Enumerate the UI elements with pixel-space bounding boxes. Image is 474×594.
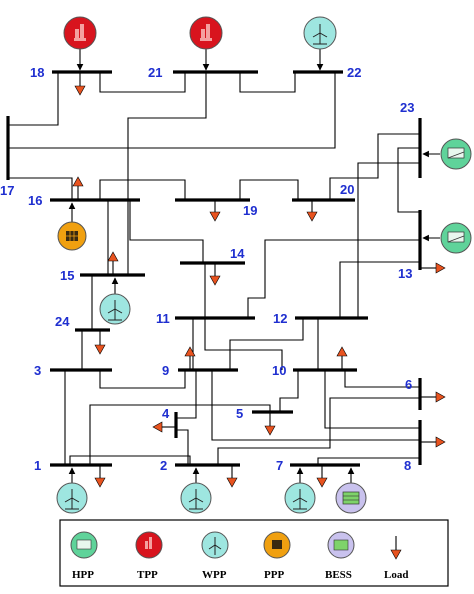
line-2-4 xyxy=(176,429,189,465)
line-1-2 xyxy=(69,455,191,465)
bus-label-9: 9 xyxy=(162,363,169,378)
generators xyxy=(56,16,472,514)
line-18-21 xyxy=(99,72,186,93)
bus-label-22: 22 xyxy=(347,65,361,80)
bus-label-10: 10 xyxy=(272,363,286,378)
legend-label-ppp: PPP xyxy=(264,569,284,581)
line-2-6 xyxy=(217,397,420,465)
load-15 xyxy=(107,251,119,275)
bus-label-15: 15 xyxy=(60,268,74,283)
wpp-icon xyxy=(180,467,212,514)
legend-label-tpp: TPP xyxy=(137,569,158,581)
bus-label-6: 6 xyxy=(405,377,412,392)
line-5-10 xyxy=(279,370,299,412)
bus-label-11: 11 xyxy=(156,311,170,326)
legend-item-load: Load xyxy=(384,536,408,581)
line-16-17 xyxy=(8,177,73,200)
line-19-20 xyxy=(239,179,299,200)
load-24 xyxy=(94,330,106,355)
loads xyxy=(72,72,446,488)
line-17-18 xyxy=(8,72,59,126)
legend-box xyxy=(59,519,449,587)
bus-label-16: 16 xyxy=(28,193,42,208)
wpp-icon xyxy=(99,277,131,325)
legend-item-bess: BESS xyxy=(325,531,355,581)
legend-label-bess: BESS xyxy=(325,569,352,581)
legend-item-tpp: TPP xyxy=(135,531,163,581)
bess-icon xyxy=(335,467,367,514)
line-21-22 xyxy=(239,72,296,93)
load-6 xyxy=(420,391,446,403)
wpp-icon xyxy=(56,467,88,514)
line-8-9 xyxy=(211,370,420,441)
legend-item-ppp: PPP xyxy=(263,531,291,581)
bus-label-2: 2 xyxy=(160,458,167,473)
load-18 xyxy=(74,72,86,96)
load-9 xyxy=(184,346,196,370)
tpp-icon xyxy=(63,16,97,71)
transmission-lines xyxy=(8,72,420,465)
bus-label-24: 24 xyxy=(55,314,70,329)
line-20-23 xyxy=(329,133,420,200)
bus-label-12: 12 xyxy=(273,311,287,326)
line-1-5 xyxy=(89,404,271,465)
bus-label-8: 8 xyxy=(404,458,411,473)
line-7-8 xyxy=(317,457,420,465)
wpp-icon xyxy=(284,467,316,514)
line-13-23 xyxy=(397,147,420,213)
load-10 xyxy=(336,346,348,370)
bus-label-23: 23 xyxy=(400,100,414,115)
ppp-icon xyxy=(57,202,87,251)
line-12-23 xyxy=(357,162,420,318)
line-3-9 xyxy=(99,370,186,389)
line-17-22 xyxy=(8,72,336,149)
hpp-icon xyxy=(422,138,472,170)
bus-label-7: 7 xyxy=(276,458,283,473)
legend: HPP TPP WPP PPP BESS Load xyxy=(59,519,449,587)
line-16-19 xyxy=(99,179,186,200)
load-13 xyxy=(420,262,446,274)
bus-bars xyxy=(6,70,422,467)
line-11-13 xyxy=(247,239,420,318)
load-19 xyxy=(209,200,221,222)
bus-label-21: 21 xyxy=(148,65,162,80)
bus-label-14: 14 xyxy=(230,246,245,261)
load-16 xyxy=(72,176,84,200)
load-7 xyxy=(316,465,328,488)
load-5 xyxy=(264,412,276,436)
hpp-icon xyxy=(422,222,472,254)
tpp-icon xyxy=(189,16,223,71)
legend-item-hpp: HPP xyxy=(70,531,98,581)
load-20 xyxy=(306,200,318,222)
line-9-12 xyxy=(229,318,304,370)
bus-label-18: 18 xyxy=(30,65,44,80)
load-2 xyxy=(226,465,238,488)
bus-label-13: 13 xyxy=(398,266,412,281)
line-8-10 xyxy=(324,370,420,429)
load-1 xyxy=(94,465,106,488)
legend-item-wpp: WPP xyxy=(201,531,229,581)
bus-label-17: 17 xyxy=(0,183,14,198)
line-6-10 xyxy=(344,370,420,388)
bus-labels: 18 21 22 23 17 16 19 20 14 13 15 24 11 1… xyxy=(0,65,414,473)
legend-label-wpp: WPP xyxy=(202,569,227,581)
bus-label-20: 20 xyxy=(340,182,354,197)
bus-label-1: 1 xyxy=(34,458,41,473)
line-4-9 xyxy=(176,370,197,419)
legend-label-hpp: HPP xyxy=(72,569,94,581)
bus-label-19: 19 xyxy=(243,203,257,218)
load-8 xyxy=(420,436,446,448)
legend-label-load: Load xyxy=(384,569,408,581)
load-14 xyxy=(209,263,221,286)
bus-label-3: 3 xyxy=(34,363,41,378)
line-12-13 xyxy=(339,261,420,318)
line-15-21 xyxy=(127,72,207,275)
wpp-icon xyxy=(303,16,337,71)
bus-label-4: 4 xyxy=(162,406,170,421)
load-4 xyxy=(152,421,176,433)
line-14-16 xyxy=(129,200,204,263)
line-10-11 xyxy=(204,318,283,370)
bus-label-5: 5 xyxy=(236,406,243,421)
